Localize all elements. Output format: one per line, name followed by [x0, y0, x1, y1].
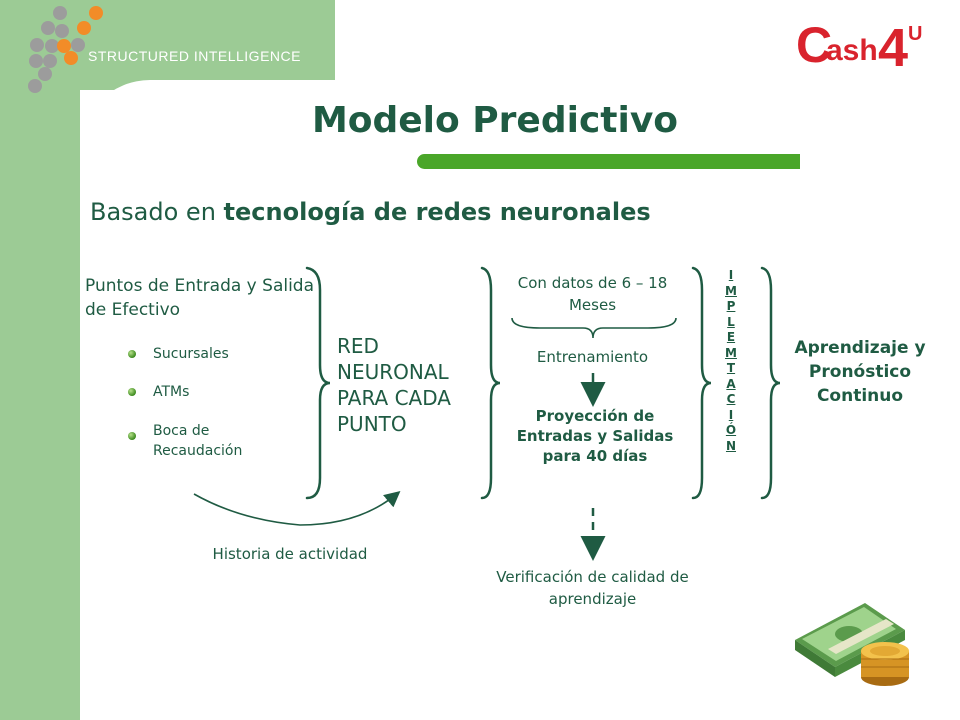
- title-accent-bar: [417, 154, 800, 169]
- impl-letter: E: [726, 330, 736, 344]
- bullet-icon: [128, 350, 136, 358]
- brace-right-open: [480, 266, 501, 500]
- neural-network-label: RED NEURONAL PARA CADA PUNTO: [337, 334, 451, 436]
- band-curve: [80, 80, 340, 150]
- history-label: Historia de actividad: [212, 545, 368, 563]
- input-item-boca-recaudacion: Boca de Recaudación: [153, 423, 243, 459]
- cash4u-logo-c: C: [796, 17, 832, 73]
- cash4u-logo-sup: U: [908, 23, 922, 45]
- impl-letter: N: [725, 438, 737, 453]
- impl-letter: I: [728, 268, 734, 282]
- result-label: Aprendizaje y Pronóstico Continuo: [794, 338, 926, 406]
- subtitle: Basado en tecnología de redes neuronales: [90, 198, 651, 226]
- top-green-band: [80, 0, 335, 90]
- subtitle-prefix: Basado en: [90, 198, 224, 226]
- training-label: Entrenamiento: [536, 348, 649, 366]
- verification-label: Verificación de calidad de aprendizaje: [496, 568, 689, 608]
- cash4u-logo-word: ash: [826, 34, 878, 67]
- impl-letter: Ó: [725, 423, 737, 437]
- page-title: Modelo Predictivo: [311, 100, 679, 141]
- implementation-vertical-label: I M P L E M T A C I Ó N: [720, 268, 742, 454]
- impl-letter: M: [725, 283, 737, 298]
- structured-intelligence-logo-icon: [28, 6, 103, 93]
- data-range-label: Con datos de 6 – 18 Meses: [517, 274, 668, 314]
- input-item-sucursales: Sucursales: [153, 346, 229, 362]
- left-green-band: [0, 0, 80, 720]
- impl-letter: A: [726, 376, 736, 391]
- bullet-icon: [128, 388, 136, 396]
- input-item-atms: ATMs: [153, 384, 190, 400]
- logo-text: STRUCTURED INTELLIGENCE: [88, 48, 301, 64]
- subtitle-emphasis: tecnología de redes neuronales: [223, 198, 651, 226]
- projection-label: Proyección de Entradas y Salidas para 40…: [516, 407, 674, 465]
- impl-letter: I: [728, 407, 734, 422]
- history-arrow: [193, 490, 401, 526]
- money-stack-icon: [795, 603, 909, 686]
- impl-letter: P: [726, 299, 736, 313]
- brace-inputs: [305, 266, 331, 500]
- bullet-icon: [128, 432, 136, 440]
- cash4u-logo-icon: C ash 4 U: [796, 17, 922, 78]
- brace-result: [760, 266, 781, 500]
- brace-impl-left: [691, 266, 712, 500]
- impl-letter: L: [727, 314, 735, 329]
- impl-letter: M: [725, 345, 737, 360]
- impl-letter: T: [726, 361, 736, 375]
- inputs-heading: Puntos de Entrada y Salida de Efectivo: [85, 276, 315, 320]
- cash4u-logo-number: 4: [878, 18, 908, 78]
- brace-data-range: [511, 317, 677, 339]
- impl-letter: C: [726, 392, 736, 406]
